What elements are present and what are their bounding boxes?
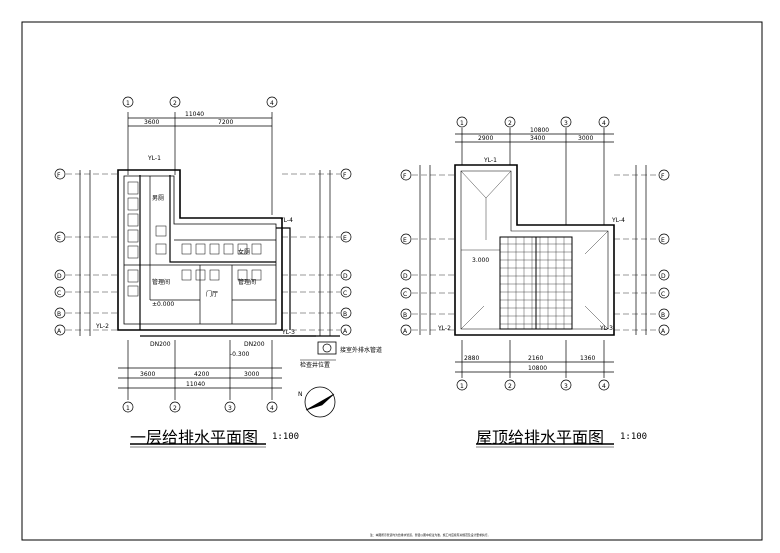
note-label: 接室外排水管道 bbox=[340, 346, 382, 354]
grid-label: E bbox=[57, 235, 61, 242]
grid-label: E bbox=[343, 235, 347, 242]
pipe-label: YL-3 bbox=[281, 329, 295, 336]
pipe-label: YL-3 bbox=[599, 325, 613, 332]
drawing-frame bbox=[21, 21, 763, 541]
dim-seg: 3400 bbox=[530, 135, 545, 142]
grid-label: 3 bbox=[228, 405, 232, 412]
grid-label: D bbox=[57, 273, 62, 280]
room-label: 管理间 bbox=[238, 278, 256, 286]
grid-label: D bbox=[403, 273, 408, 280]
footer-note: 注：本图所示管道均为给排水管道，管径以图中标注为准，施工时应按有关规范及设计要求… bbox=[370, 533, 490, 537]
grid-label: C bbox=[661, 291, 665, 298]
ground-floor-plan-scale: 1:100 bbox=[272, 432, 300, 442]
roof-plan-title: 屋顶给排水平面图 bbox=[476, 428, 605, 447]
ground-floor-plan-labels: 1 2 4 11040 3600 7200 F E D C B A F E D … bbox=[57, 100, 382, 412]
room-label: 门厅 bbox=[206, 290, 218, 298]
pipe-label: YL-2 bbox=[437, 325, 451, 332]
dim-seg: 1360 bbox=[580, 355, 595, 362]
dim-seg: 2880 bbox=[464, 355, 479, 362]
pipe-label: YL-4 bbox=[279, 217, 293, 224]
ground-floor-plan bbox=[54, 96, 352, 448]
grid-label: 3 bbox=[564, 383, 568, 390]
dim-seg: 3600 bbox=[140, 371, 155, 378]
grid-label: 4 bbox=[270, 405, 274, 412]
grid-label: F bbox=[403, 173, 407, 180]
dim-total: 11040 bbox=[186, 381, 205, 388]
grid-label: A bbox=[661, 328, 666, 335]
dim-seg: 3600 bbox=[144, 119, 159, 126]
grid-label: 1 bbox=[460, 383, 464, 390]
grid-label: D bbox=[661, 273, 666, 280]
grid-label: C bbox=[343, 290, 347, 297]
grid-label: F bbox=[343, 172, 347, 179]
dim-seg: 3000 bbox=[578, 135, 593, 142]
grid-label: 1 bbox=[460, 120, 464, 127]
dim-total: 10800 bbox=[528, 365, 547, 372]
grid-label: 3 bbox=[564, 120, 568, 127]
north-label: N bbox=[298, 391, 303, 398]
roof-plan bbox=[400, 116, 670, 448]
room-label: 管理间 bbox=[152, 278, 170, 286]
pipe-label: YL-1 bbox=[483, 157, 497, 164]
dim-total: 10800 bbox=[530, 127, 549, 134]
grid-label: A bbox=[343, 328, 348, 335]
pipe-label: DN200 bbox=[244, 341, 265, 348]
dim-seg: 7200 bbox=[218, 119, 233, 126]
room-label: 女厕 bbox=[238, 248, 250, 256]
note-label: 检查井位置 bbox=[300, 361, 330, 369]
grid-label: C bbox=[403, 291, 407, 298]
pipe-label: YL-1 bbox=[147, 155, 161, 162]
grid-label: A bbox=[57, 328, 62, 335]
ground-floor-plan-title: 一层给排水平面图 bbox=[130, 428, 259, 447]
grid-label: 2 bbox=[173, 405, 177, 412]
grid-label: 2 bbox=[173, 100, 177, 107]
grid-label: C bbox=[57, 290, 61, 297]
roof-plan-scale: 1:100 bbox=[620, 432, 648, 442]
grid-label: 4 bbox=[602, 383, 606, 390]
grid-label: B bbox=[57, 311, 61, 318]
dim-seg: 2160 bbox=[528, 355, 543, 362]
grid-label: 2 bbox=[508, 120, 512, 127]
grid-label: B bbox=[343, 311, 347, 318]
grid-label: D bbox=[343, 273, 348, 280]
grid-label: E bbox=[661, 237, 665, 244]
dim-seg: 2900 bbox=[478, 135, 493, 142]
grid-label: A bbox=[403, 328, 408, 335]
elevation-label: 3.000 bbox=[472, 257, 489, 264]
grid-label: E bbox=[403, 237, 407, 244]
roof-plan-labels: 1 2 3 4 10800 2900 3400 3000 F E D C B A… bbox=[403, 120, 666, 390]
grid-label: 4 bbox=[270, 100, 274, 107]
grid-label: 2 bbox=[508, 383, 512, 390]
dim-seg: 4200 bbox=[194, 371, 209, 378]
pipe-label: DN200 bbox=[150, 341, 171, 348]
elevation-label: ±0.000 bbox=[152, 301, 174, 308]
pipe-label: YL-4 bbox=[611, 217, 625, 224]
grid-label: F bbox=[661, 173, 665, 180]
elevation-label: -0.300 bbox=[230, 351, 250, 358]
grid-label: B bbox=[403, 312, 407, 319]
room-label: 男厕 bbox=[152, 195, 164, 202]
grid-label: 1 bbox=[126, 100, 130, 107]
grid-label: B bbox=[661, 312, 665, 319]
grid-label: 4 bbox=[602, 120, 606, 127]
pipe-label: YL-2 bbox=[95, 323, 109, 330]
dim-seg: 3000 bbox=[244, 371, 259, 378]
dim-total: 11040 bbox=[185, 111, 204, 118]
grid-label: F bbox=[57, 172, 61, 179]
grid-label: 1 bbox=[126, 405, 130, 412]
